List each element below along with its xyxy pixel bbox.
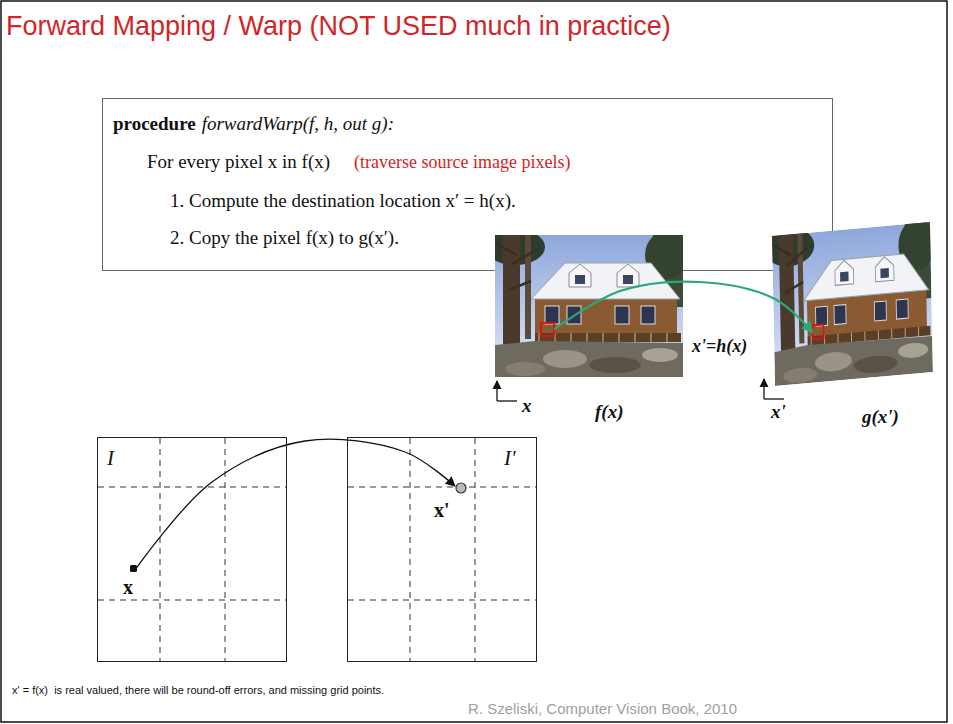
source-image: f(x) [495,235,683,377]
grid-line [160,438,161,661]
text-holder: For every pixel x in f(x) [147,151,330,174]
pixel-grid [98,438,536,661]
text-holder: x [123,575,133,599]
image-caption: g(x') [862,406,899,429]
image-name: I' [504,446,515,471]
step-text: 2. Copy the pixel f(x) to g(x′). [170,227,399,250]
axis-line [497,400,517,401]
text-holder: I [107,446,114,471]
point-label: x [123,575,133,599]
text-holder: procedure [113,113,196,136]
label-holder: R. Szeliski, Computer Vision Book, 2010 [468,700,737,718]
axis-line [763,379,764,399]
slide-title: Forward Mapping / Warp (NOT USED much in… [6,10,671,42]
axis-symbols [497,379,784,401]
destination-grid: I' x' [347,437,537,662]
step-text: 1. Compute the destination location x′ =… [170,190,516,213]
mapping-arrow [136,439,455,568]
label-holder: x' [771,401,786,424]
procedure-box: procedure forwardWarp(f, h, out g): For ev… [102,98,833,271]
warped-image: g(x') [770,222,934,397]
footnote: x' = f(x) is real valued, there will be … [12,684,384,697]
outline-layer [103,99,833,271]
loop-statement: For every pixel x in f(x) [147,151,330,174]
image-caption: f(x) [595,401,623,424]
axis-label: x' [771,401,786,424]
source-photo [485,229,689,377]
axis-line [496,381,497,401]
axis-line [764,398,784,399]
destination-point [456,483,466,493]
label-holder: x' = f(x) is real valued, there will be … [12,684,384,697]
procedure-box-outline [103,99,833,271]
text-holder: f(x) [595,401,623,424]
text-holder: 2. Copy the pixel f(x) to g(x′). [170,227,399,250]
mapping-arrow [554,282,813,333]
edge-label: x'=h(x) [690,336,749,358]
point-label: x' [434,498,450,522]
text-holder: 1. Compute the destination location x′ =… [170,190,516,213]
text-holder: I' [504,446,515,471]
source-grid: Ix [97,437,287,662]
grid-line [98,487,286,488]
grid-line [410,438,411,661]
label-holder: x'=h(x) [690,336,749,358]
keyword: procedure [113,113,196,136]
image-name: I [107,446,114,471]
axis-label: x [522,395,532,418]
grid-line [98,600,286,601]
procedure-signature: forwardWarp(f, h, out g): [202,113,394,136]
grid-line [225,438,226,661]
label-holder: x [522,395,532,418]
annotation: (traverse source image pixels) [354,152,570,174]
grid-line [348,487,536,488]
grid-line [475,438,476,661]
source-credit: R. Szeliski, Computer Vision Book, 2010 [468,700,737,718]
title-holder: Forward Mapping / Warp (NOT USED much in… [6,10,671,42]
warped-photo [763,215,937,386]
text-holder: x' [434,498,450,522]
text-holder: forwardWarp(f, h, out g): [202,113,394,136]
text-holder: g(x') [862,406,899,429]
text-holder: (traverse source image pixels) [354,152,570,174]
grid-line [348,600,536,601]
